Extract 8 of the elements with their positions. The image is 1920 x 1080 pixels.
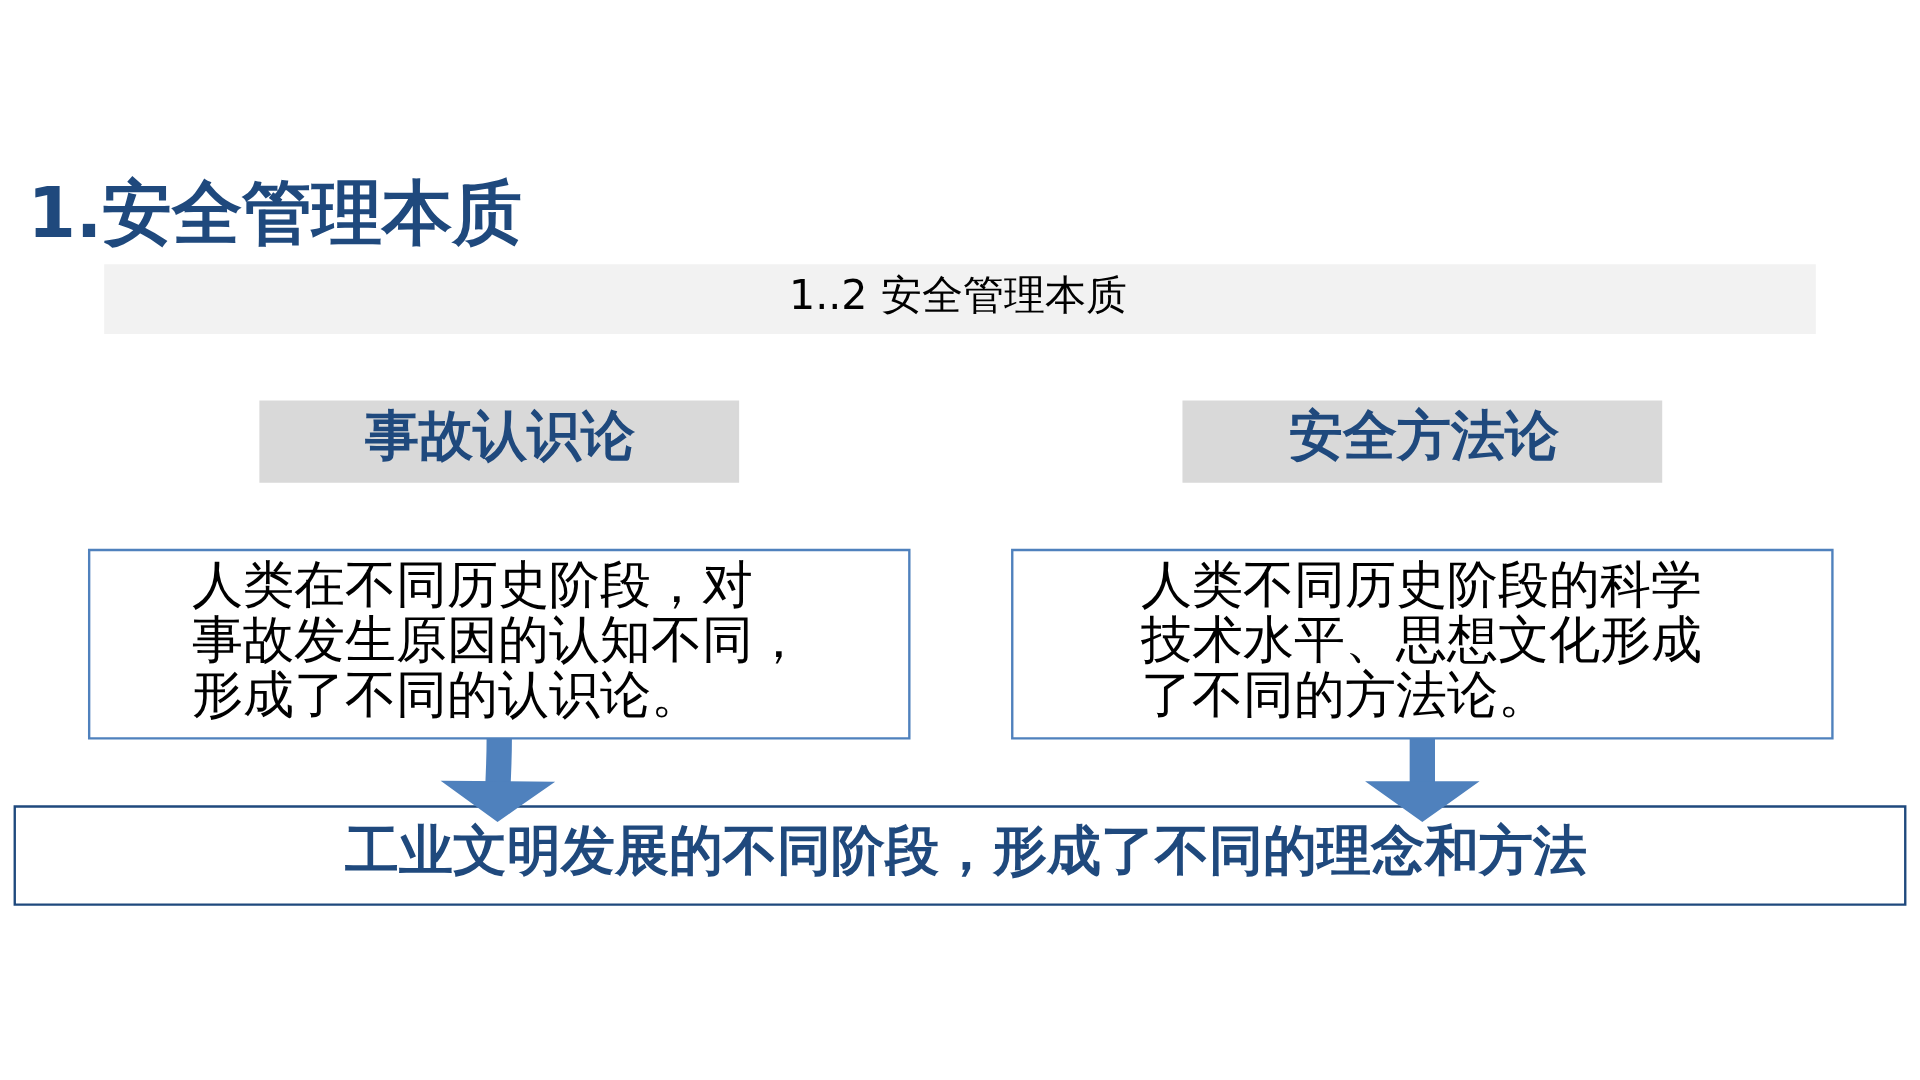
node-box: 人类不同历史阶段的科学技术水平、思想文化形成了不同的方法论。 [1011, 548, 1834, 740]
node-box: 工业文明发展的不同阶段，形成了不同的理念和方法 [13, 804, 1907, 906]
node-box: 事故认识论 [259, 399, 740, 483]
arrow [1365, 737, 1480, 822]
diagram-title: 1.安全管理本质 [27, 171, 523, 253]
arrow [440, 737, 556, 822]
node-box: 安全方法论 [1182, 399, 1663, 483]
node-box: 人类在不同历史阶段，对事故发生原因的认知不同，形成了不同的认识论。 [88, 548, 911, 740]
